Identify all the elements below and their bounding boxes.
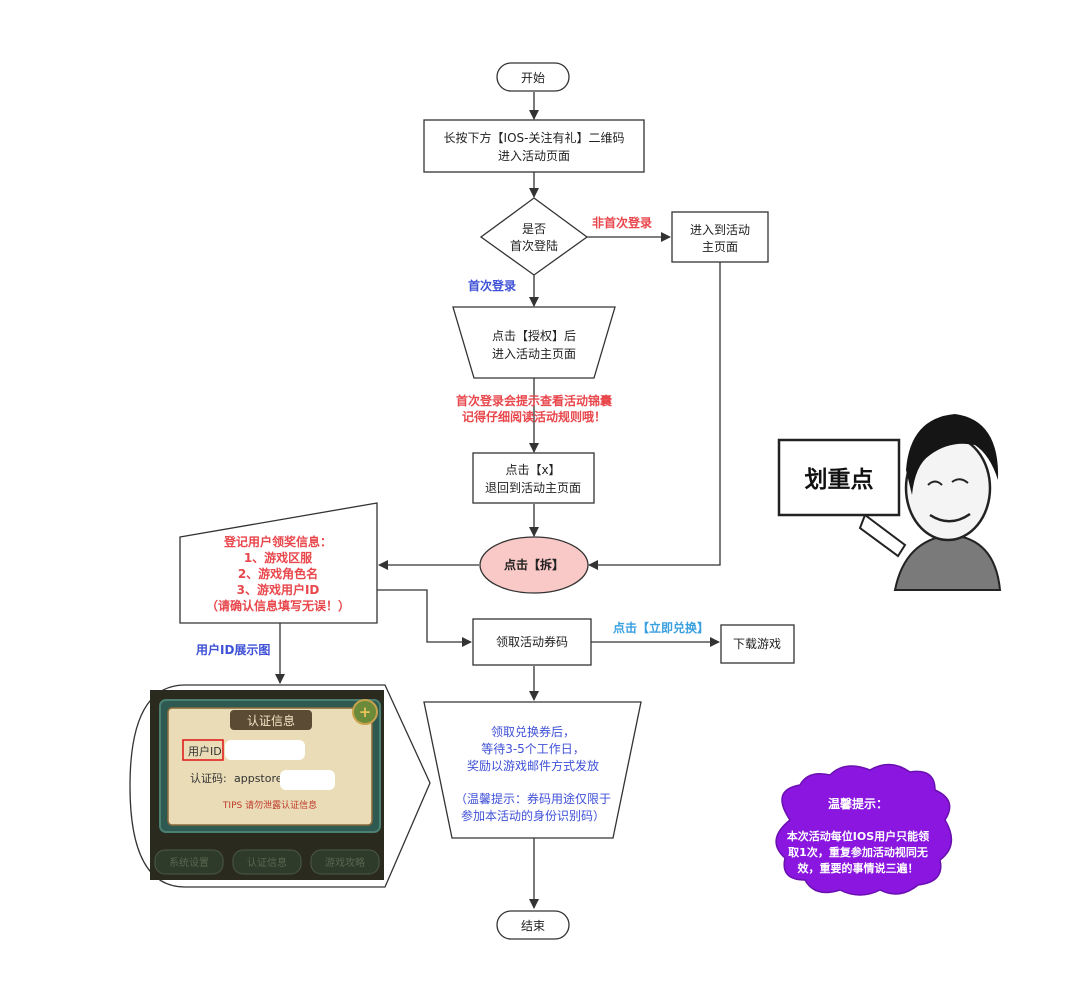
connectors [275,92,721,909]
user-id-image-label: 用户ID展示图 [195,642,270,657]
edge-register-getcode [377,589,472,647]
back-line1: 点击【x】 [505,463,560,477]
redeem-node: 领取兑换券后， 等待3-5个工作日， 奖励以游戏邮件方式发放 （温馨提示：券码用… [423,701,642,839]
redeem-now-label: 点击【立即兑换】 [613,620,709,635]
register-node: 登记用户领奖信息： 1、游戏区服 2、游戏角色名 3、游戏用户ID （请确认信息… [179,502,378,624]
meme-sign [777,438,901,517]
game-ui-btn1 [154,849,224,875]
game-ui-btn3 [310,849,380,875]
end-node: 结束 [496,910,570,940]
end-label: 结束 [521,919,545,933]
game-ui-field1: 用户ID [188,744,222,758]
register-line5: （请确认信息填写无误！） [206,598,350,613]
redeem-line3: 奖励以游戏邮件方式发放 [467,758,599,773]
step1-node: 长按下方【IOS-关注有礼】二维码 进入活动页面 [423,119,645,173]
user-id-blurred-value [225,740,305,760]
cloud-line1: 本次活动每位IOS用户只能领 [787,829,929,843]
game-ui-field2-value: appstore_ [234,772,289,785]
edge-enter-main-open [588,262,721,570]
redeem-line2: 等待3-5个工作日， [481,742,585,756]
cloud-line3: 效，重要的事情说三遍！ [798,861,919,875]
game-ui-panel [167,707,373,826]
game-ui-btn2-label: 认证信息 [247,856,287,869]
not-first-login-label: 非首次登录 [592,215,652,230]
game-ui-field2: 认证码: [190,772,227,785]
decision-node: 是否 首次登陆 [479,197,589,276]
plus-icon: + [359,703,372,721]
first-login-label: 首次登录 [468,278,516,293]
download-label: 下载游戏 [733,637,781,651]
back-line2: 退回到活动主页面 [485,481,581,495]
game-ui-title: 认证信息 [247,713,295,728]
redeem-line6: 参加本活动的身份识别码） [461,808,605,823]
meme-illustration: 划重点 [777,414,1002,591]
download-node: 下载游戏 [720,624,795,664]
user-id-highlight-box [182,739,224,761]
note-line2: 记得仔细阅读活动规则哦！ [462,409,606,424]
game-ui-btn3-label: 游戏攻略 [325,856,365,869]
decision-line2: 首次登陆 [510,238,558,253]
register-line1: 登记用户领奖信息： [223,534,332,549]
note-line1: 首次登录会提示查看活动锦囊 [456,393,613,408]
auth-line2: 进入活动主页面 [492,347,576,361]
get-code-node: 领取活动券码 [472,618,592,666]
start-label: 开始 [521,71,545,85]
game-ui-tips: TIPS 请勿泄露认证信息 [222,799,317,811]
step1-line1: 长按下方【IOS-关注有礼】二维码 [444,130,625,145]
register-line4: 3、游戏用户ID [237,582,320,597]
enter-main-line2: 主页面 [702,240,738,254]
auth-code-blurred-value [280,770,335,790]
meme-body [893,533,1002,591]
redeem-line5: （温馨提示：券码用途仅限于 [455,791,611,806]
cloud-line2: 取1次，重复参加活动视同无 [788,845,928,859]
warning-cloud: 温馨提示： 本次活动每位IOS用户只能领 取1次，重复参加活动视同无 效，重要的… [775,763,953,896]
meme-hair [906,414,999,495]
meme-arm [858,513,907,558]
cloud-title: 温馨提示： [828,796,888,811]
back-node: 点击【x】 退回到活动主页面 [472,452,595,504]
game-ui-add-icon [352,699,378,725]
game-ui-btn2 [232,849,302,875]
register-line2: 1、游戏区服 [244,550,313,565]
auth-node: 点击【授权】后 进入活动主页面 [452,306,616,379]
enter-main-line1: 进入到活动 [690,223,750,237]
step1-line2: 进入活动页面 [498,149,570,163]
redeem-line1: 领取兑换券后， [491,724,575,739]
user-id-screenshot: 认证信息 + 用户ID 认证码: appstore_ TIPS 请勿泄露认证信息… [129,684,431,888]
register-line3: 2、游戏角色名 [238,566,318,581]
game-ui-btn1-label: 系统设置 [169,856,209,869]
get-code-label: 领取活动券码 [496,634,568,649]
start-node: 开始 [496,62,570,92]
meme-sign-text: 划重点 [805,467,874,493]
open-label: 点击【拆】 [504,557,564,572]
decision-line1: 是否 [522,222,546,236]
auth-line1: 点击【授权】后 [492,328,576,343]
enter-main-node: 进入到活动 主页面 [671,211,769,263]
game-ui-title-bar [230,710,312,730]
open-node: 点击【拆】 [479,536,589,594]
